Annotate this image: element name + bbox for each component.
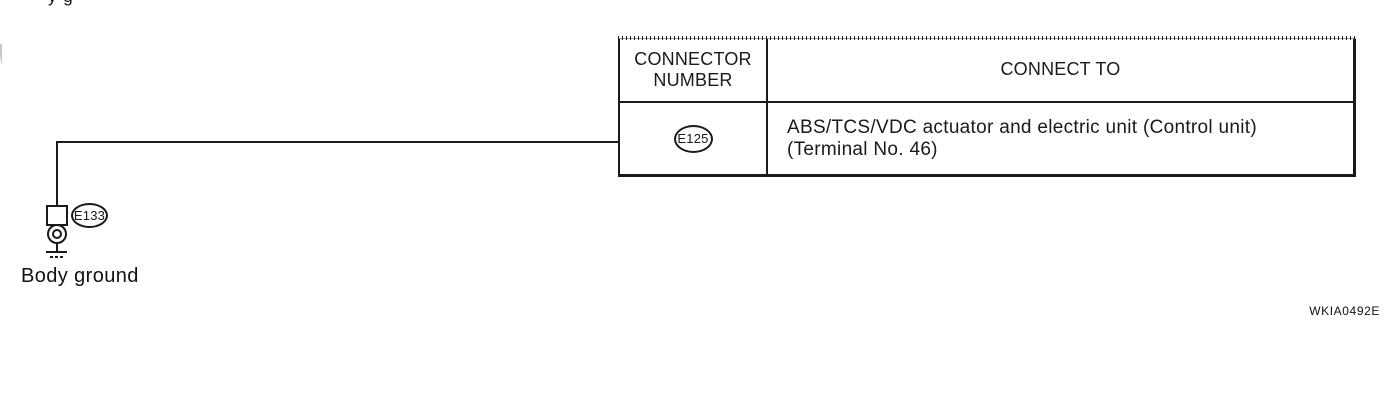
- ring-terminal-icon: [47, 224, 67, 244]
- ground-stem: [56, 244, 58, 251]
- connector-badge-e125: E125: [673, 124, 713, 153]
- table-top-border-ticks: [618, 36, 1356, 40]
- connector-badge-e133: E133: [71, 203, 108, 228]
- connect-to-cell: ABS/TCS/VDC actuator and electric unit (…: [768, 103, 1353, 174]
- connector-badge-e133-label: E133: [73, 208, 106, 223]
- page-edge-artifact: [0, 44, 3, 64]
- connect-to-line-1: ABS/TCS/VDC actuator and electric unit (…: [787, 116, 1257, 138]
- connector-table: CONNECTOR NUMBER CONNECT TO E125 ABS/TCS…: [618, 36, 1356, 177]
- ground-symbol-dashes-icon: [50, 256, 64, 258]
- connector-box-icon: [46, 205, 68, 226]
- connect-to-line-2: (Terminal No. 46): [787, 138, 938, 160]
- clipped-text-fragment: y g: [48, 0, 118, 7]
- connector-badge-e125-label: E125: [677, 131, 709, 146]
- figure-code: WKIA0492E: [1309, 304, 1380, 318]
- wire-horizontal-segment: [56, 141, 619, 143]
- column-header-connect-to: CONNECT TO: [768, 38, 1353, 103]
- column-header-connector-number: CONNECTOR NUMBER: [620, 38, 768, 103]
- body-ground-label: Body ground: [21, 265, 139, 287]
- connector-number-cell: E125: [620, 103, 768, 174]
- ring-terminal-inner-icon: [52, 229, 62, 239]
- clipped-text: y g: [48, 0, 118, 7]
- ground-symbol-icon: [46, 251, 67, 253]
- wire-vertical-segment: [56, 141, 58, 206]
